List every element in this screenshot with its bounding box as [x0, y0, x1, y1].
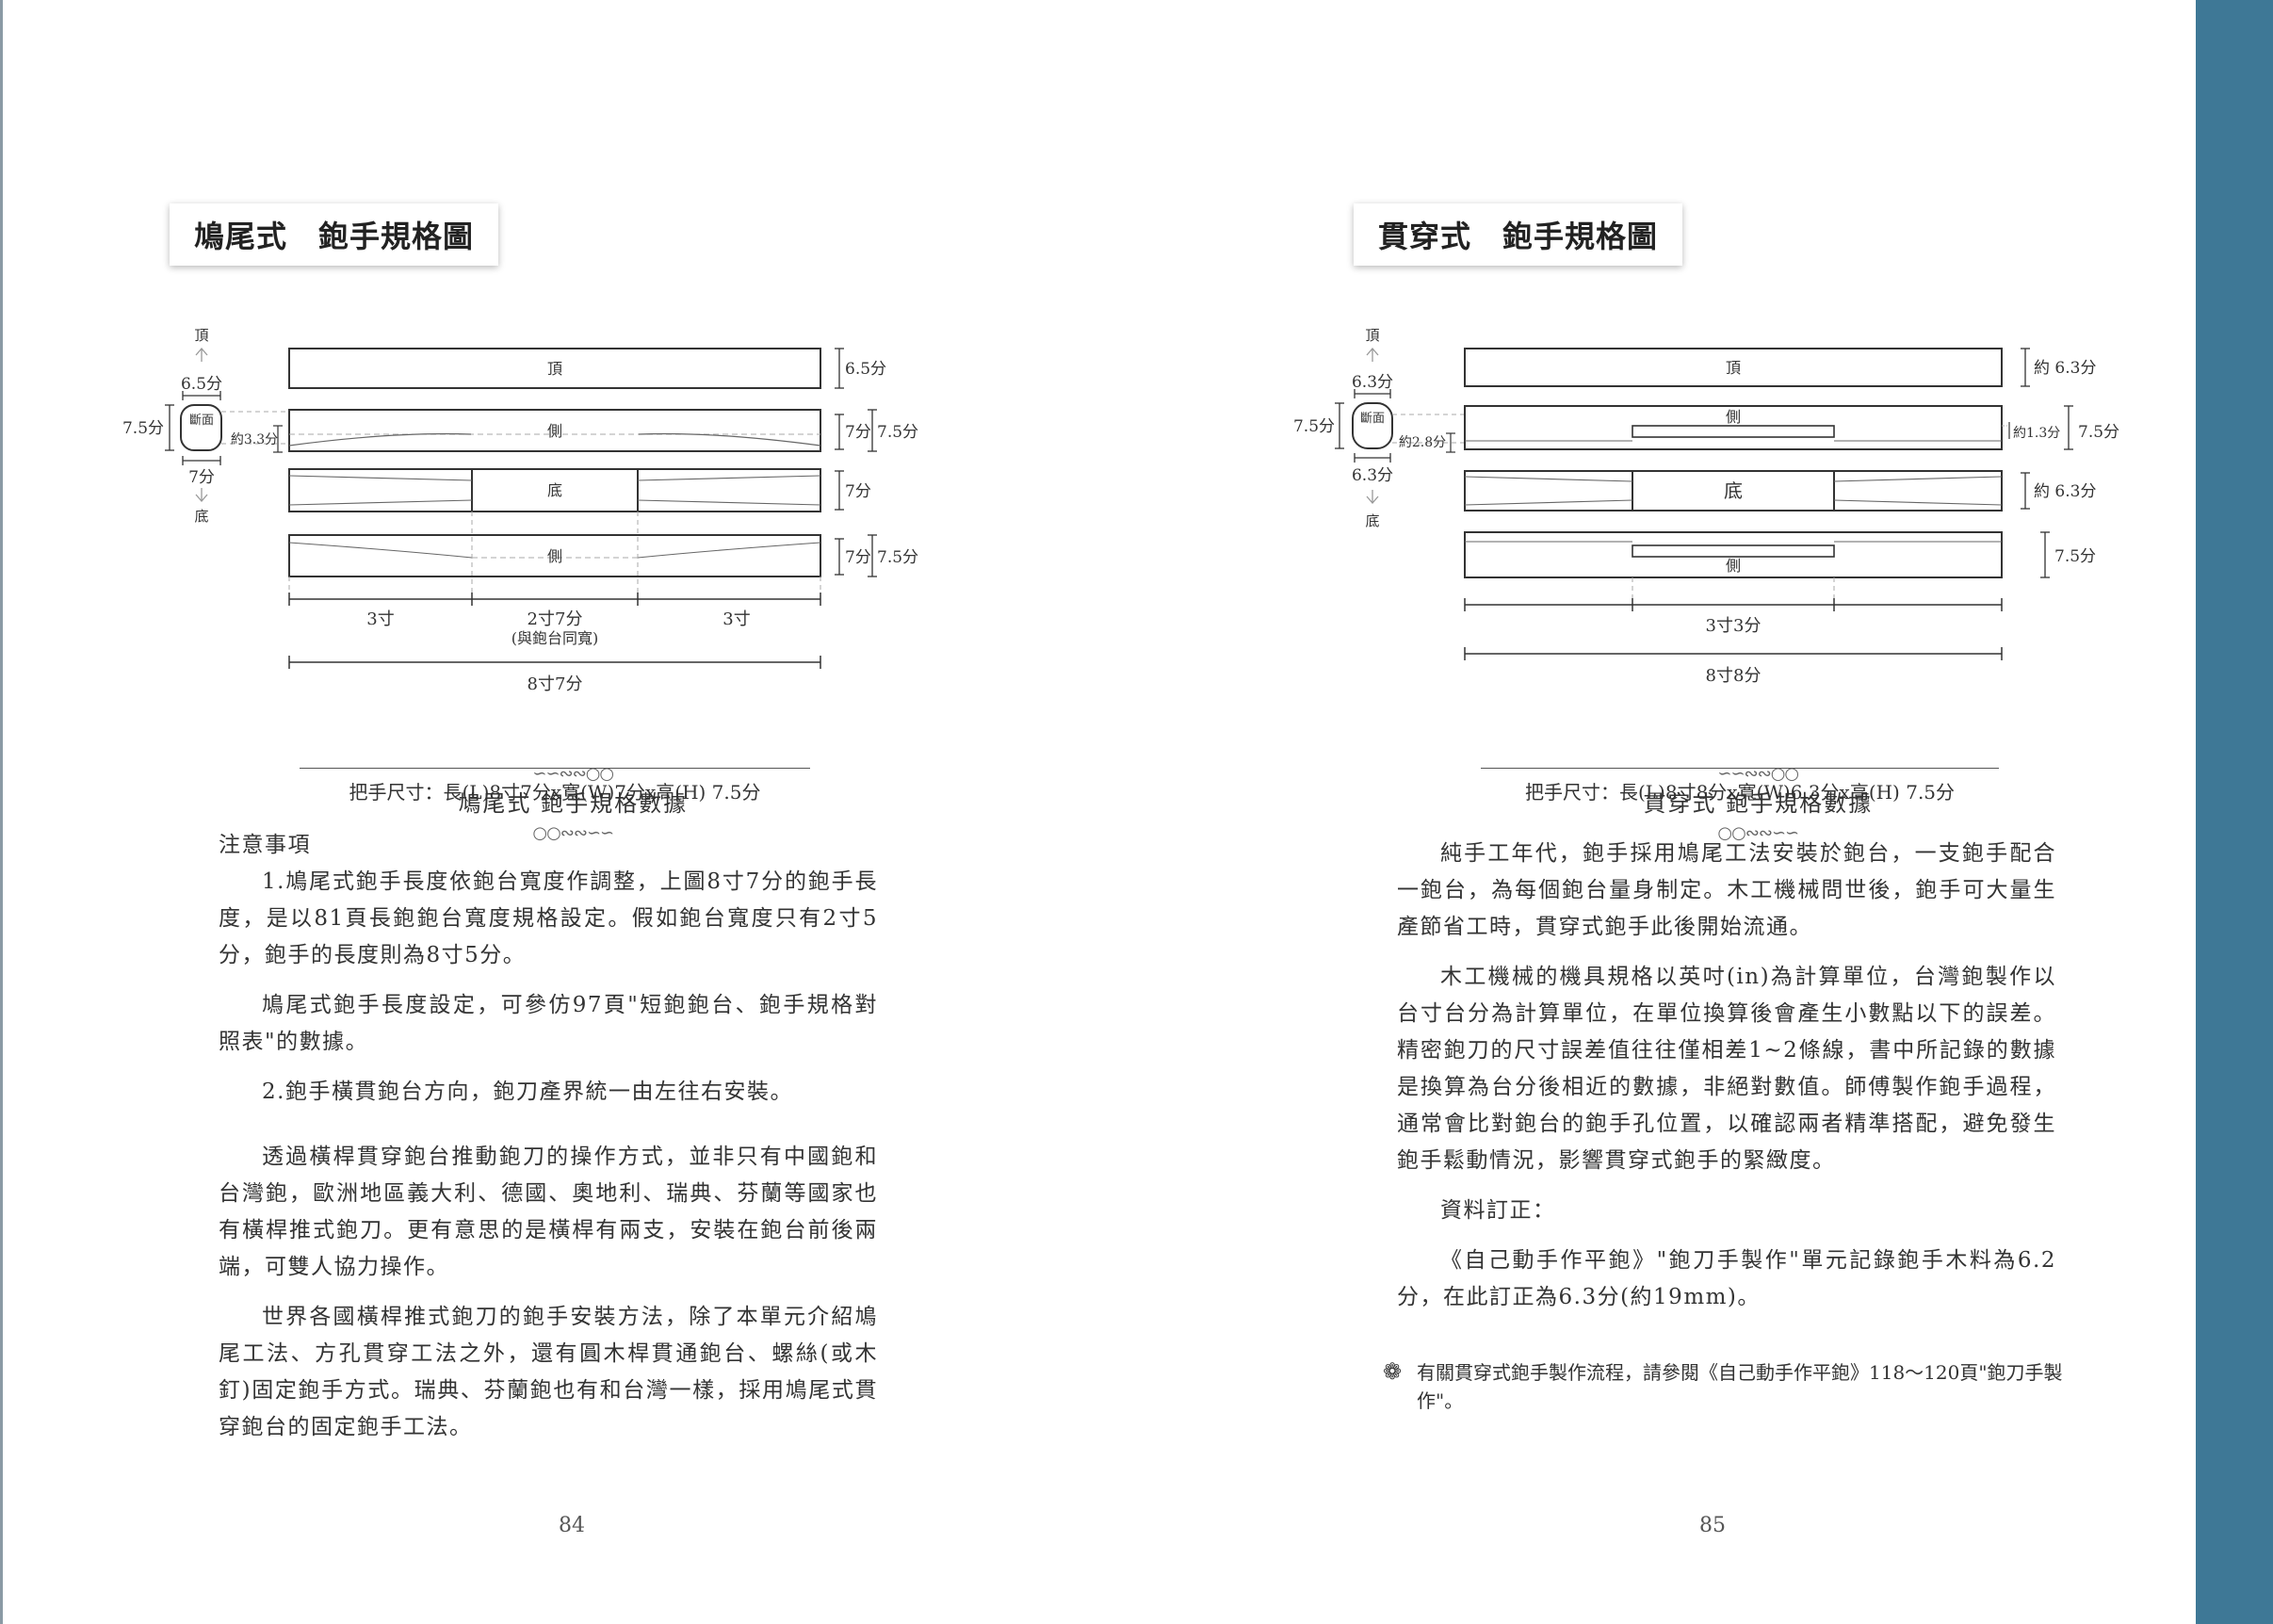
dim-slot: 約1.3分 — [2013, 426, 2060, 441]
bar-bottom-view — [1464, 470, 2003, 512]
cross-width-bottom: 7分 — [188, 468, 215, 487]
bar-bottom-label: 底 — [1724, 479, 1743, 502]
top-label: 頂 — [1365, 327, 1379, 344]
paragraph: 鳩尾式鉋手長度設定，可參仿97頁"短鉋鉋台、鉋手規格對照表"的數據。 — [219, 993, 878, 1054]
bottom-label: 底 — [194, 508, 208, 525]
cross-offset: 約3.3分 — [231, 432, 278, 447]
bar-side-label: 側 — [547, 422, 562, 440]
paragraph: 《自己動手作平鉋》"鉋刀手製作"單元記錄鉋手木料為6.2分，在此訂正為6.3分(… — [1397, 1248, 2056, 1309]
bar-top-view — [288, 348, 821, 389]
bar-top-view — [1464, 348, 2003, 387]
ornament-left-icon: ∽∽∾∾○○ — [1717, 764, 1799, 784]
left-body-text: 注意事項 1.鳩尾式鉋手長度依鉋台寬度作調整，上圖8寸7分的鉋手長度，是以81頁… — [219, 827, 878, 1446]
paragraph: 世界各國橫桿推式鉋刀的鉋手安裝方法，除了本單元介紹鳩尾工法、方孔貫穿工法之外，還… — [219, 1305, 878, 1439]
cross-height: 7.5分 — [1293, 417, 1335, 436]
paragraph: 1.鳩尾式鉋手長度依鉋台寬度作調整，上圖8寸7分的鉋手長度，是以81頁長鉋鉋台寬… — [219, 869, 878, 967]
reference-note: ❁ 有關貫穿式鉋手製作流程，請參閱《自己動手作平鉋》118～120頁"鉋刀手製作… — [1383, 1358, 2063, 1412]
bar-side-label: 側 — [1726, 408, 1741, 426]
paragraph: 資料訂正： — [1440, 1198, 1556, 1223]
through-handle-diagram: 頂 6.3分 斷面 7.5分 6.3分 底 約2.8分 頂 約 6.3分 — [1293, 327, 2119, 686]
paragraph: 木工機械的機具規格以英吋(in)為計算單位，台灣鉋製作以台寸台分為計算單位，在單… — [1397, 965, 2056, 1173]
spec-divider — [1481, 768, 1999, 769]
cross-height: 7.5分 — [122, 419, 164, 438]
cross-section-label: 斷面 — [189, 414, 214, 428]
page-title: 貫穿式 鉋手規格圖 — [1354, 203, 1683, 266]
page-number: 85 — [1699, 1514, 1726, 1537]
cross-section-shape — [1352, 402, 1393, 449]
segment-middle: 3寸3分 — [1706, 616, 1762, 636]
page-number: 84 — [559, 1514, 585, 1537]
dim-side2-height: 7.5分 — [877, 548, 918, 567]
bar-top-label: 頂 — [547, 360, 562, 378]
ornament-right-icon: ○○∾∾∽∽ — [1717, 823, 1799, 843]
total-length: 8寸8分 — [1706, 666, 1762, 686]
cross-section-label: 斷面 — [1360, 412, 1385, 426]
segment-right: 3寸 — [722, 609, 750, 629]
spec-heading: ∽∽∾∾○○ 鳩尾式 鉋手規格數據 ○○∾∾∽∽ — [458, 764, 689, 843]
cross-width-top: 6.3分 — [1352, 373, 1393, 392]
right-body-text: 純手工年代，鉋手採用鳩尾工法安裝於鉋台，一支鉋手配合一鉋台，為每個鉋台量身制定。… — [1397, 836, 2056, 1316]
bar-side-view — [288, 409, 821, 452]
dim-top: 6.5分 — [845, 360, 886, 379]
dim-side2-height: 7.5分 — [2054, 547, 2096, 566]
left-page: 鳩尾式 鉋手規格圖 頂 6.5分 斷面 7.5分 7分 底 約3.3分 頂 — [0, 0, 1136, 1624]
book-spine-band — [2196, 0, 2273, 1624]
ornament-right-icon: ○○∾∾∽∽ — [532, 823, 614, 843]
total-length: 8寸7分 — [528, 674, 583, 694]
page-edge — [0, 0, 3, 1624]
cross-offset: 約2.8分 — [1399, 435, 1446, 450]
dim-side-width: 7分 — [845, 423, 871, 442]
spec-heading: ∽∽∾∾○○ 貫穿式 鉋手規格數據 ○○∾∾∽∽ — [1643, 764, 1874, 843]
segment-middle-note: (與鉋台同寬) — [511, 629, 599, 647]
right-page: 貫穿式 鉋手規格圖 頂 6.3分 斷面 7.5分 6.3分 底 約2.8分 頂 — [1136, 0, 2196, 1624]
notes-title: 注意事項 — [219, 833, 311, 857]
dim-side2-width: 7分 — [845, 548, 871, 567]
spec-dimensions: 把手尺寸：長(L)8寸7分x寬(W)7分x高(H) 7.5分 — [349, 781, 761, 804]
bar-side-2-label: 側 — [547, 547, 562, 565]
spec-divider — [300, 768, 810, 769]
through-slot-2 — [1632, 544, 1835, 558]
cross-section-shape — [180, 404, 222, 451]
dim-bottom: 約 6.3分 — [2034, 482, 2096, 501]
cross-width-top: 6.5分 — [181, 375, 222, 394]
cross-width-bottom: 6.3分 — [1352, 466, 1393, 485]
top-label: 頂 — [194, 327, 208, 344]
dim-bottom: 7分 — [845, 482, 871, 501]
dovetail-handle-diagram: 頂 6.5分 斷面 7.5分 7分 底 約3.3分 頂 6.5分 — [122, 327, 918, 694]
bottom-label: 底 — [1365, 512, 1379, 529]
segment-left: 3寸 — [366, 609, 394, 629]
bar-bottom-label: 底 — [547, 481, 562, 499]
spec-dimensions: 把手尺寸：長(L)8寸8分x寬(W)6.3分x高(H) 7.5分 — [1524, 781, 1956, 804]
paragraph: 透過橫桿貫穿鉋台推動鉋刀的操作方式，並非只有中國鉋和台灣鉋，歐洲地區義大利、德國… — [219, 1145, 878, 1279]
segment-middle: 2寸7分 — [528, 609, 583, 629]
dim-top: 約 6.3分 — [2034, 359, 2096, 378]
bar-side-view-2 — [288, 534, 821, 577]
dim-side-height: 7.5分 — [877, 423, 918, 442]
dim-side-height: 7.5分 — [2078, 423, 2119, 442]
through-slot — [1632, 425, 1835, 438]
bar-top-label: 頂 — [1726, 359, 1741, 377]
paragraph: 純手工年代，鉋手採用鳩尾工法安裝於鉋台，一支鉋手配合一鉋台，為每個鉋台量身制定。… — [1397, 841, 2056, 939]
bar-bottom-view — [288, 468, 821, 512]
paragraph: 2.鉋手橫貫鉋台方向，鉋刀產界統一由左往右安裝。 — [262, 1080, 793, 1104]
bar-side-2-label: 側 — [1726, 557, 1741, 575]
ornament-left-icon: ∽∽∾∾○○ — [532, 764, 614, 784]
flower-bullet-icon: ❁ — [1383, 1358, 1403, 1385]
page-title: 鳩尾式 鉋手規格圖 — [170, 203, 499, 266]
